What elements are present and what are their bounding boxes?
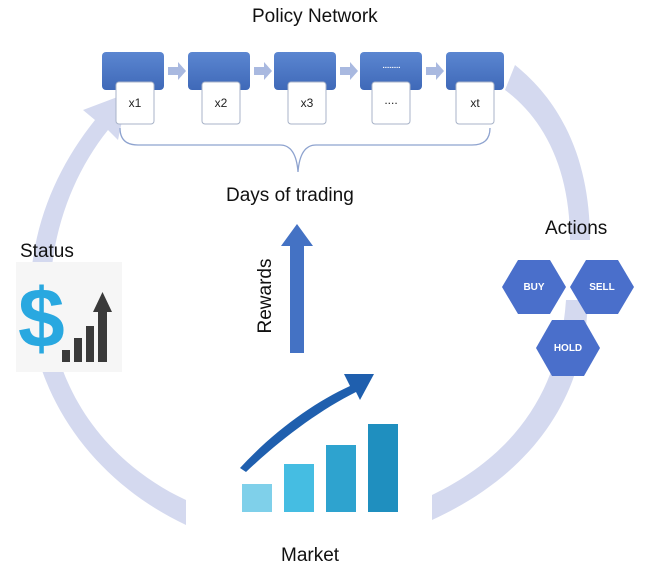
market-trend-arrow (240, 374, 374, 472)
actions-title: Actions (545, 218, 608, 239)
status-bar-4 (98, 310, 107, 362)
input-label-1: x1 (128, 96, 142, 110)
market-bar-4 (368, 424, 398, 512)
sell-hexagon (570, 260, 634, 314)
market-bar-2 (284, 464, 314, 512)
days-of-trading-label: Days of trading (226, 185, 354, 206)
rewards-label: Rewards (255, 258, 276, 334)
dollar-growth-icon: $ (16, 262, 122, 372)
input-box-3 (287, 81, 327, 125)
input-label-3: x3 (300, 96, 314, 110)
cell-arrow-1 (168, 62, 186, 80)
cycle-arrow-left (30, 93, 186, 525)
input-box-4 (371, 81, 411, 125)
hold-hexagon (536, 320, 600, 376)
input-box-2 (201, 81, 241, 125)
market-bar-3 (326, 445, 356, 512)
input-box-5 (455, 81, 495, 125)
cell-arrow-3 (340, 62, 358, 80)
input-label-5: xt (470, 96, 480, 110)
cell-3 (274, 52, 336, 90)
cell-2 (188, 52, 250, 90)
status-bar-arrowhead (93, 292, 112, 312)
cell-arrow-4 (426, 62, 444, 80)
policy-network-cells (102, 52, 504, 125)
buy-hexagon (502, 260, 566, 314)
rewards-arrow (281, 224, 313, 353)
dollar-sign: $ (18, 271, 65, 365)
input-box-1 (115, 81, 155, 125)
status-bar-3 (86, 326, 94, 362)
rising-bar-chart-icon (240, 374, 398, 512)
cell-5 (446, 52, 504, 90)
status-bar-1 (62, 350, 70, 362)
cell-top-label-4: .......... (382, 60, 401, 71)
actions-hexagons (502, 260, 634, 376)
market-label: Market (281, 545, 340, 566)
cell-arrow-2 (254, 62, 272, 80)
cell-4 (360, 52, 422, 90)
input-label-4: .... (384, 93, 398, 107)
policy-network-title: Policy Network (252, 6, 378, 27)
input-label-2: x2 (214, 96, 228, 110)
status-label: Status (20, 241, 74, 262)
cell-1 (102, 52, 164, 90)
market-bar-1 (242, 484, 272, 512)
cycle-arrow-right (505, 65, 590, 240)
days-brace (119, 127, 491, 173)
status-bar-2 (74, 338, 82, 362)
